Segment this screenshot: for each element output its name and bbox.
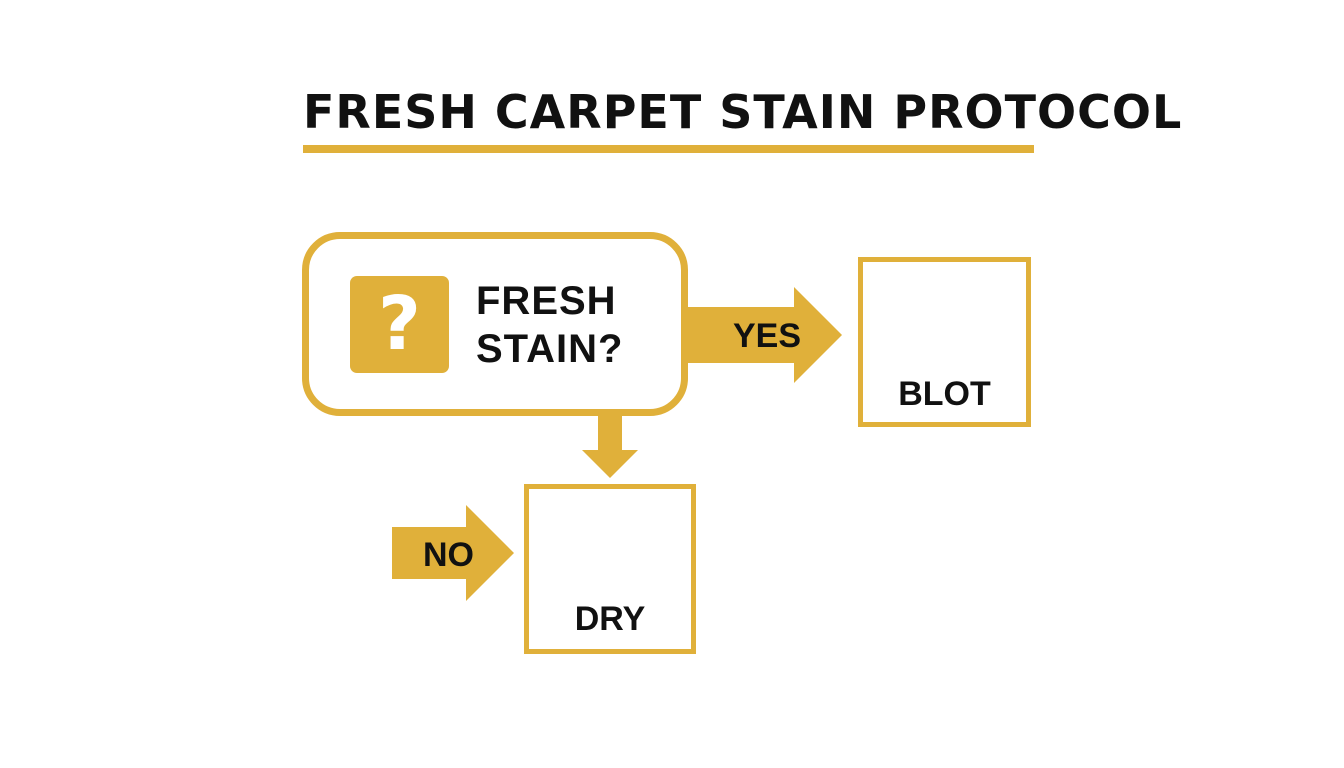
yes-label: YES xyxy=(733,317,802,355)
question-mark-icon: ? xyxy=(350,276,449,373)
blot-step: BLOT xyxy=(858,257,1031,427)
decision-question: FRESH STAIN? xyxy=(476,277,676,373)
no-label: NO xyxy=(423,536,474,574)
decision-line-2: STAIN? xyxy=(476,327,624,371)
down-arrow xyxy=(582,416,638,478)
dry-step: DRY xyxy=(524,484,696,654)
dry-label: DRY xyxy=(574,600,646,638)
page-title: FRESH CARPET STAIN PROTOCOL xyxy=(303,85,1183,139)
decision-line-1: FRESH xyxy=(476,279,617,323)
blot-label: BLOT xyxy=(898,375,991,413)
title-underline xyxy=(303,145,1034,153)
